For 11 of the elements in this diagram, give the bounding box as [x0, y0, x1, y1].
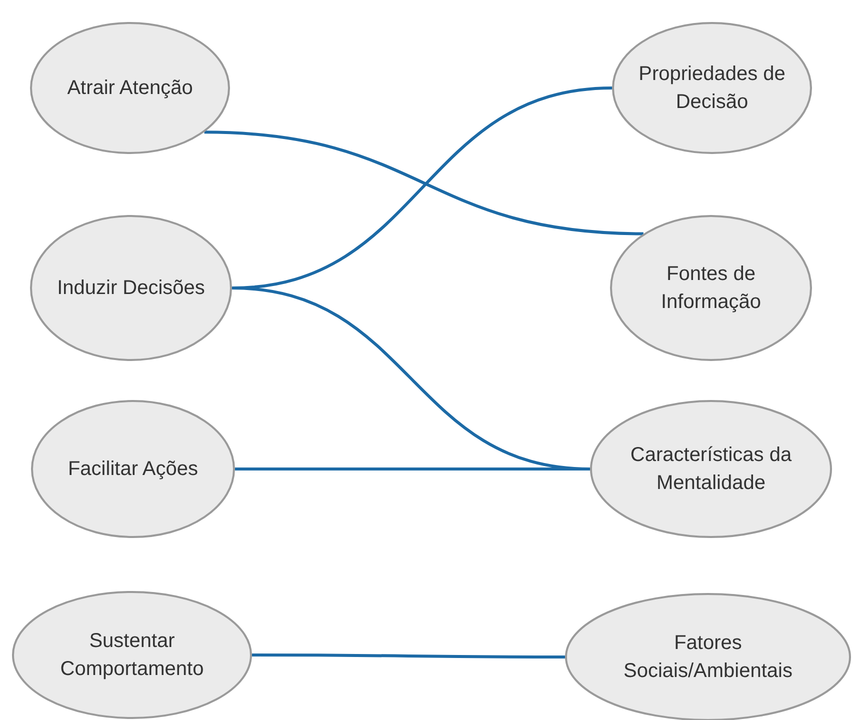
- node-label: Sustentar Comportamento: [59, 629, 205, 682]
- node-label: Facilitar Ações: [66, 457, 200, 482]
- node-label: Propriedades de Decisão: [638, 62, 786, 115]
- connector-line: [235, 468, 590, 470]
- node-label: Características da Mentalidade: [629, 443, 793, 496]
- node-label: Induzir Decisões: [56, 276, 206, 301]
- node-label: Fatores Sociais/Ambientais: [622, 631, 794, 684]
- connector-line: [252, 654, 565, 658]
- node-label: Atrair Atenção: [66, 76, 194, 101]
- connector-line: [204, 130, 644, 236]
- node-label: Fontes de Informação: [660, 262, 762, 315]
